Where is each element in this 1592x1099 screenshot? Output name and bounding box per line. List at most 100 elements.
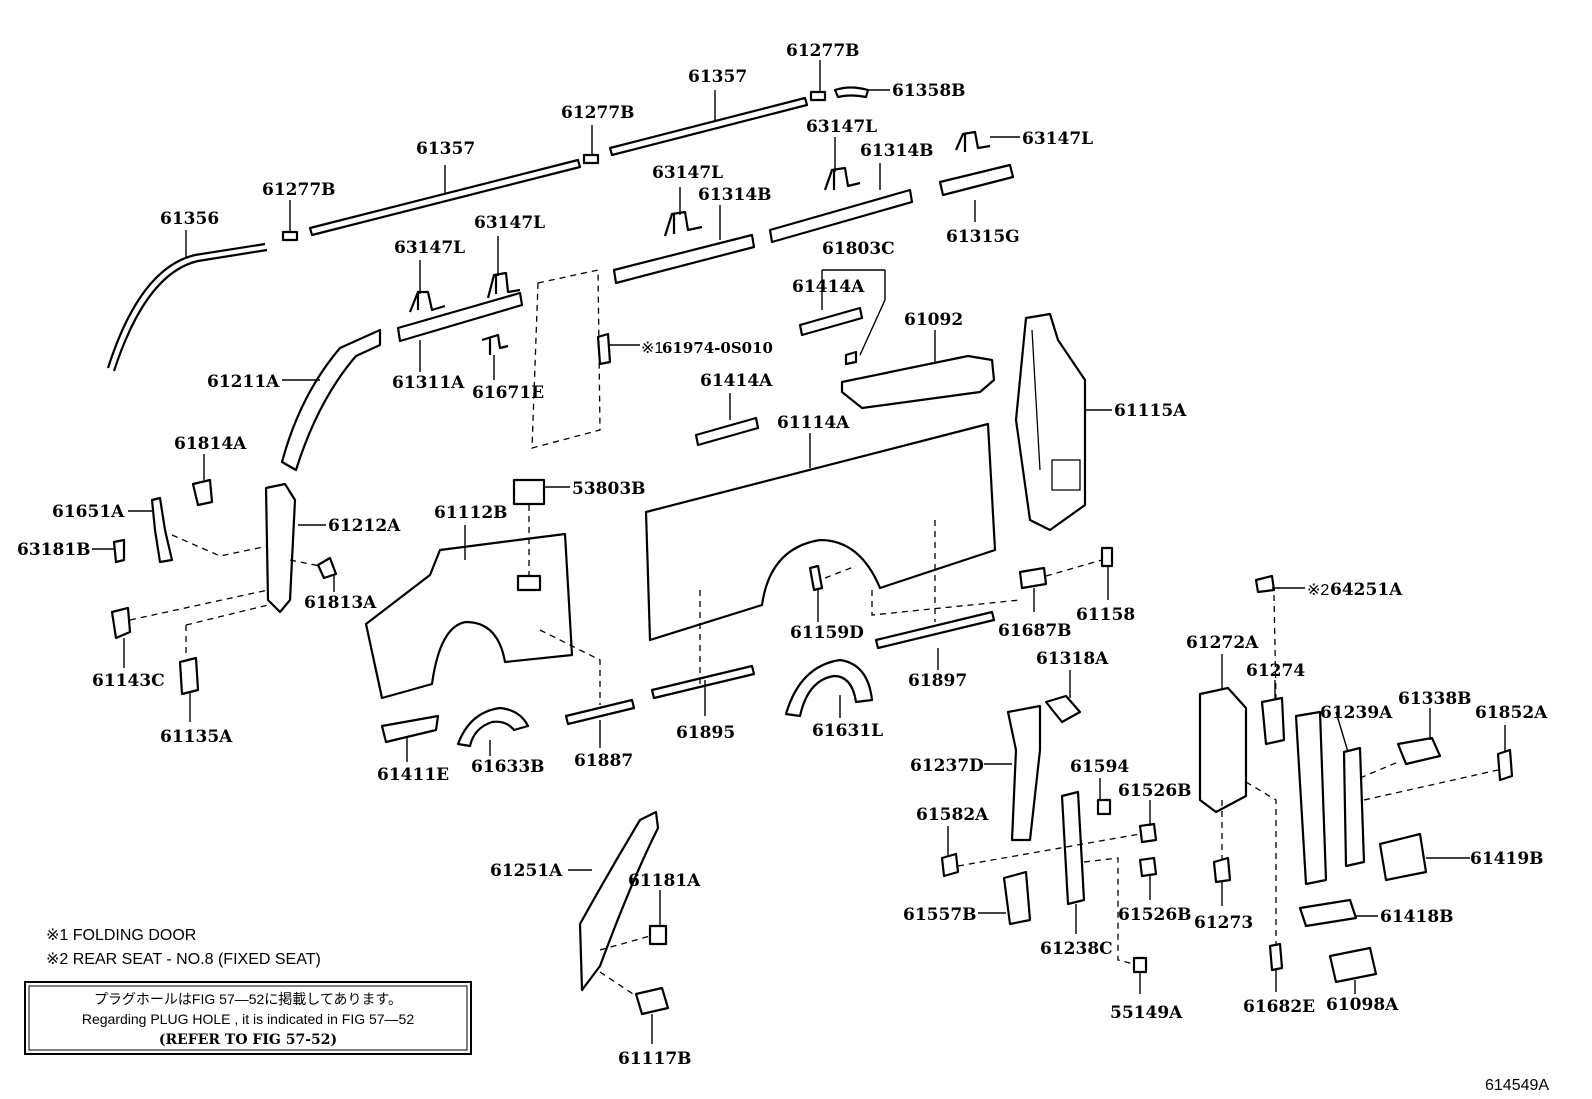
bracket-63147L-5 bbox=[954, 130, 991, 152]
part-label: 61411E bbox=[377, 765, 449, 785]
assembly-line bbox=[871, 590, 1021, 616]
assembly-line bbox=[1363, 769, 1499, 801]
extension-61895 bbox=[650, 664, 756, 700]
leader-line bbox=[1335, 711, 1349, 753]
part-labels: 61277B 61357 61358B 61277B 63147L 63147L… bbox=[17, 41, 1548, 1069]
bracket-63147L-3 bbox=[663, 210, 703, 237]
part-label: 61682E bbox=[1243, 997, 1315, 1017]
leader-line bbox=[821, 269, 886, 356]
bracket-61143C bbox=[110, 606, 132, 640]
part-label: 61526B bbox=[1118, 781, 1192, 801]
clip-61803C bbox=[844, 350, 858, 366]
bracket-61158 bbox=[1100, 546, 1114, 568]
part-label: 61092 bbox=[904, 310, 963, 330]
rail-61314B-1 bbox=[612, 233, 756, 285]
assembly-line bbox=[599, 935, 651, 951]
part-label: 61557B bbox=[903, 905, 977, 925]
part-label: 61238C bbox=[1040, 939, 1113, 959]
part-label: 61803C bbox=[822, 239, 895, 259]
clip-61526B-2 bbox=[1138, 856, 1158, 878]
bracket-64251A bbox=[1254, 574, 1276, 594]
part-label: 61414A bbox=[700, 371, 773, 391]
part-label: 61419B bbox=[1470, 849, 1544, 869]
plug-hole-note-en: Regarding PLUG HOLE , it is indicated in… bbox=[82, 1011, 414, 1027]
pillar-61238C bbox=[1060, 790, 1086, 906]
assembly-line bbox=[289, 559, 321, 567]
clip-61277B-2 bbox=[582, 153, 600, 165]
marker-2: ※2 bbox=[1307, 582, 1329, 599]
part-label: 61114A bbox=[777, 413, 850, 433]
bracket-63147L-2 bbox=[486, 271, 521, 299]
assembly-line bbox=[185, 604, 269, 626]
clip-61526B-1 bbox=[1138, 822, 1158, 844]
pillar-61239A bbox=[1294, 710, 1328, 886]
part-label: 61852A bbox=[1475, 703, 1548, 723]
plug-hole-reference-box: プラグホールはFIG 57—52に掲載してあります。 Regarding PLU… bbox=[24, 981, 472, 1055]
bracket-61181A bbox=[648, 924, 668, 946]
bracket-61098A bbox=[1328, 946, 1378, 984]
part-label: 61311A bbox=[392, 373, 465, 393]
extension-61887 bbox=[564, 698, 636, 726]
part-label: 61112B bbox=[434, 503, 508, 523]
bracket-61582A bbox=[940, 852, 960, 878]
assembly-line bbox=[824, 565, 857, 579]
part-label: 61813A bbox=[304, 593, 377, 613]
part-label: 63147L bbox=[474, 213, 545, 233]
bracket-61419B bbox=[1378, 832, 1428, 882]
part-label: 61687B bbox=[998, 621, 1072, 641]
part-label: 61526B bbox=[1118, 905, 1192, 925]
rail-61311A bbox=[396, 291, 524, 343]
part-label: 61159D bbox=[790, 623, 864, 643]
part-label: 61098A bbox=[1326, 995, 1399, 1015]
reinforcement-61414A-1 bbox=[798, 306, 864, 337]
clip-61594 bbox=[1096, 798, 1112, 816]
part-label: 61356 bbox=[160, 209, 219, 229]
part-label: 61651A bbox=[52, 502, 125, 522]
molding-61357-lower bbox=[308, 158, 582, 237]
part-label: 64251A bbox=[1330, 580, 1403, 600]
part-label: 61418B bbox=[1380, 907, 1454, 927]
bracket-61557B bbox=[1002, 870, 1032, 926]
pillar-61237D bbox=[1006, 704, 1042, 842]
part-label: 61897 bbox=[908, 671, 967, 691]
notes: ※1 FOLDING DOOR ※2 REAR SEAT - NO.8 (FIX… bbox=[46, 927, 321, 968]
part-label: 61314B bbox=[860, 141, 934, 161]
plug-53803B-hole bbox=[516, 574, 542, 592]
bracket-61418B bbox=[1298, 898, 1358, 928]
part-label: 61277B bbox=[786, 41, 860, 61]
hinge-61974 bbox=[596, 332, 612, 366]
part-label: 61143C bbox=[92, 671, 165, 691]
part-label: 61594 bbox=[1070, 757, 1129, 777]
panel-61092 bbox=[840, 354, 996, 410]
part-label: 61887 bbox=[574, 751, 633, 771]
part-label: 63147L bbox=[1022, 129, 1093, 149]
assembly-line bbox=[1045, 559, 1103, 577]
pillar-61115A bbox=[1014, 312, 1087, 532]
bracket-63147L-1 bbox=[408, 290, 446, 313]
part-label: 61357 bbox=[688, 67, 747, 87]
wheelhouse-61631L bbox=[784, 658, 874, 718]
part-label: 61318A bbox=[1036, 649, 1109, 669]
assembly-line bbox=[539, 629, 601, 705]
part-label: 55149A bbox=[1110, 1003, 1183, 1023]
part-label: 61974-0S010 bbox=[662, 339, 773, 357]
bracket-61318A bbox=[1044, 694, 1082, 724]
bracket-61411E bbox=[380, 714, 440, 744]
rail-61314B-2 bbox=[768, 188, 914, 244]
bracket-61682E bbox=[1268, 942, 1284, 972]
assembly-line bbox=[1083, 857, 1135, 965]
part-label: 61237D bbox=[910, 756, 984, 776]
folding-door-outline bbox=[531, 269, 601, 449]
part-label: 61274 bbox=[1246, 661, 1305, 681]
part-label: 61814A bbox=[174, 434, 247, 454]
assembly-line bbox=[1359, 761, 1399, 779]
assembly-line bbox=[599, 971, 637, 997]
extension-61897 bbox=[874, 610, 996, 650]
wheelhouse-61633B bbox=[456, 706, 530, 748]
part-label: 63147L bbox=[652, 163, 723, 183]
quarter-panel-61112B bbox=[364, 532, 574, 700]
part-label: 61117B bbox=[618, 1049, 692, 1069]
part-label: 61239A bbox=[1320, 703, 1393, 723]
part-label: 53803B bbox=[572, 479, 646, 499]
